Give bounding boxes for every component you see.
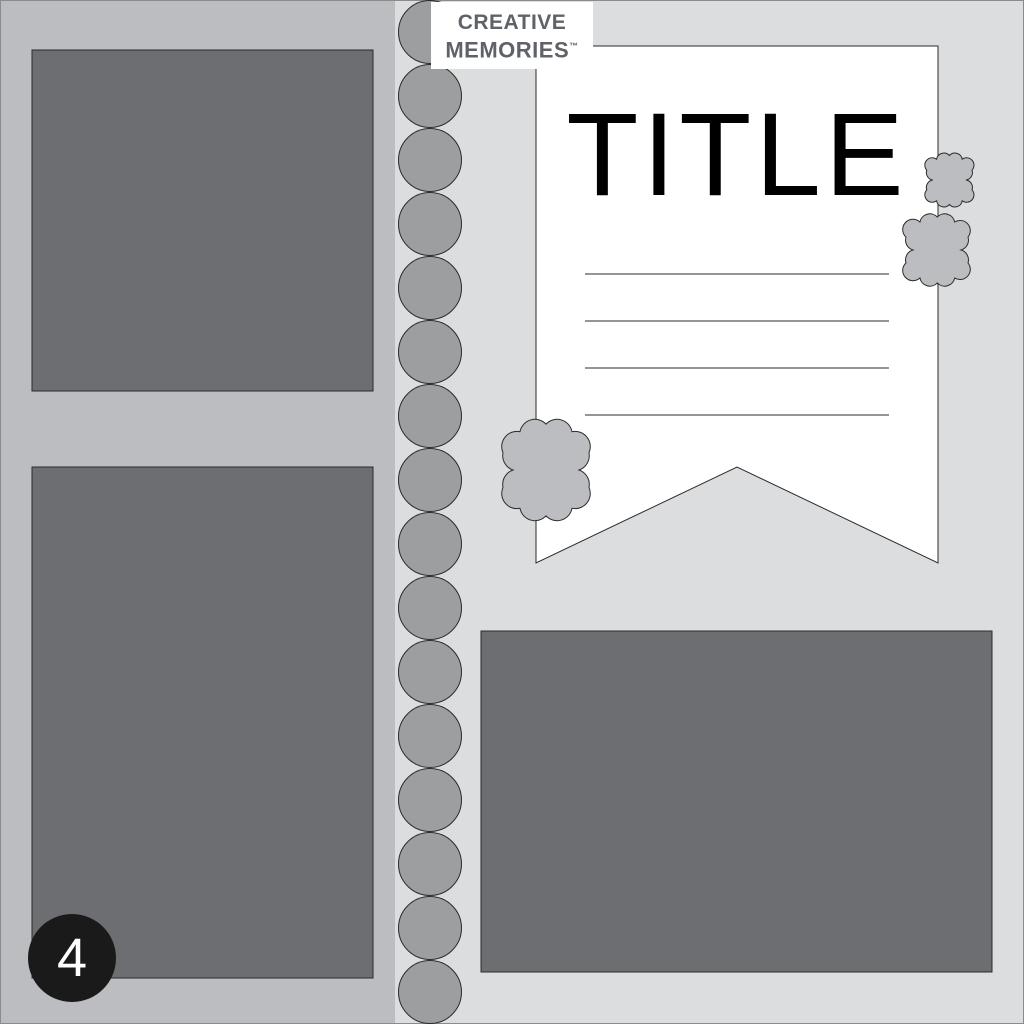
border-dot <box>398 832 462 896</box>
photo-placeholder-bottom-left <box>31 466 374 979</box>
border-dot <box>398 576 462 640</box>
logo-line-creative: CREATIVE <box>457 11 567 34</box>
logo-line-memories: MEMORIES™ <box>431 34 593 62</box>
flower-embellishment-medium <box>902 213 971 287</box>
border-dot <box>398 704 462 768</box>
border-dot <box>398 448 462 512</box>
border-dot <box>398 384 462 448</box>
photo-placeholder-top-left <box>31 49 374 392</box>
border-dot <box>398 896 462 960</box>
border-dot <box>398 192 462 256</box>
border-dot <box>398 64 462 128</box>
border-dot <box>398 128 462 192</box>
flower-embellishment-small <box>924 152 975 208</box>
border-dot <box>398 960 462 1024</box>
border-dot <box>398 640 462 704</box>
border-dot <box>398 320 462 384</box>
logo-trademark: ™ <box>569 41 579 51</box>
flower-embellishment-large <box>501 418 591 522</box>
border-dot <box>398 512 462 576</box>
creative-memories-logo: CREATIVE MEMORIES™ <box>431 2 593 69</box>
photo-placeholder-bottom-right <box>480 630 993 973</box>
border-dot <box>398 768 462 832</box>
title-placeholder-text: TITLE <box>566 89 908 221</box>
logo-wordmark: MEMORIES <box>445 37 570 63</box>
border-dot <box>398 256 462 320</box>
page-number-badge: 4 <box>28 914 116 1002</box>
